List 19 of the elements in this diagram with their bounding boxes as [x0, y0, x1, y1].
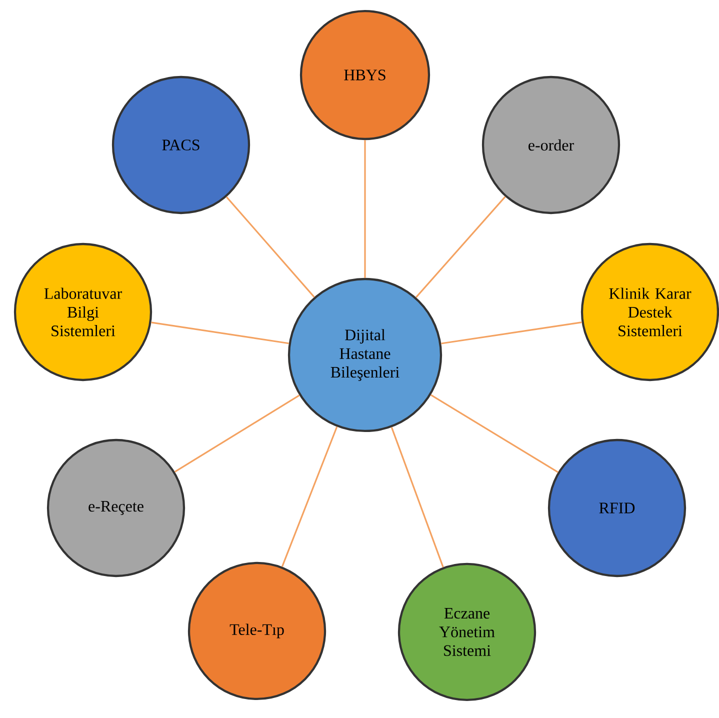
circle-node: HBYS	[300, 10, 430, 140]
circle-node: RFID	[548, 438, 686, 578]
connector-line	[416, 196, 506, 298]
connector-line	[364, 140, 366, 278]
circle-node: Laboratuvar Bilgi Sistemleri	[14, 242, 152, 382]
connector-line	[441, 322, 582, 344]
circle-node: Dijital Hastane Bileşenleri	[288, 278, 442, 432]
connector-line	[430, 394, 558, 473]
circle-node: Eczane Yönetim Sistemi	[398, 562, 536, 702]
connector-line	[174, 394, 300, 473]
circle-node: Tele-Tıp	[188, 562, 326, 700]
circle-node: Klinik Karar Destek Sistemleri	[580, 242, 719, 382]
connector-line	[151, 322, 289, 344]
connector-line	[226, 196, 315, 298]
circle-node: e-order	[482, 76, 620, 214]
circle-node: e-Reçete	[46, 438, 186, 578]
connector-line	[390, 427, 444, 568]
connector-line	[281, 426, 338, 567]
circle-node: PACS	[112, 76, 250, 214]
